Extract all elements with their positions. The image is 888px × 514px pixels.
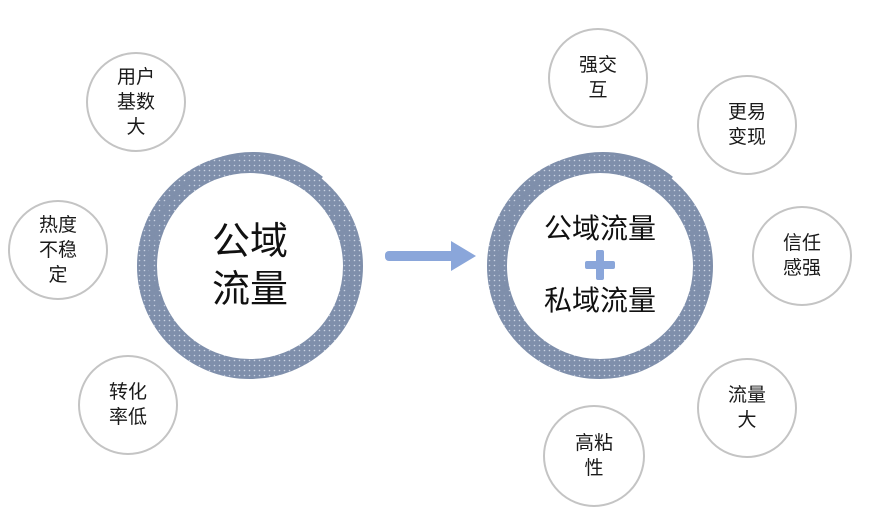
bubble-unstable-heat-line-2: 不稳 [38,238,77,261]
bubble-strong-trust: 信任 感强 [752,206,852,306]
plus-icon [585,250,615,280]
bubble-unstable-heat: 热度 不稳 定 [8,200,108,300]
bubble-user-base-line-1: 用户 [116,65,155,88]
bubble-large-traffic-line-1: 流量 [727,384,766,406]
bubble-easier-monetize-line-1: 更易 [727,101,766,123]
private-traffic-label: 私域流量 [543,284,656,317]
bubble-strong-interaction: 强交 互 [548,28,648,128]
bubble-user-base-line-2: 基数 [116,90,155,113]
public-traffic-title: 公域 流量 [150,185,350,345]
bubble-unstable-heat-line-3: 定 [48,263,68,286]
bubble-high-stickiness-line-2: 性 [584,457,604,479]
bubble-user-base: 用户 基数 大 [86,52,186,152]
bubble-strong-interaction-line-2: 互 [588,79,608,101]
combined-traffic-title: 公域流量 私域流量 [500,195,700,335]
bubble-large-traffic: 流量 大 [697,358,797,458]
right-ring [487,152,713,379]
bubble-large-traffic-line-2: 大 [737,409,757,431]
right-arrow-icon [385,241,476,271]
bubble-easier-monetize: 更易 变现 [697,75,797,175]
bubble-user-base-line-3: 大 [126,115,146,138]
public-traffic-label: 公域流量 [543,212,656,245]
bubble-strong-interaction-line-1: 强交 [578,54,617,76]
bubble-high-stickiness-line-1: 高粘 [574,432,613,454]
bubble-strong-trust-line-2: 感强 [782,257,821,279]
public-traffic-line-2: 流量 [211,267,288,311]
left-ring [137,152,363,379]
bubble-low-conversion: 转化 率低 [78,355,178,455]
bubble-low-conversion-line-1: 转化 [108,381,147,403]
public-traffic-line-1: 公域 [211,219,288,263]
bubble-low-conversion-line-2: 率低 [108,406,147,428]
bubble-easier-monetize-line-2: 变现 [727,126,766,148]
bubble-high-stickiness: 高粘 性 [543,405,645,507]
bubble-strong-trust-line-1: 信任 [782,232,821,254]
bubble-unstable-heat-line-1: 热度 [38,213,77,236]
